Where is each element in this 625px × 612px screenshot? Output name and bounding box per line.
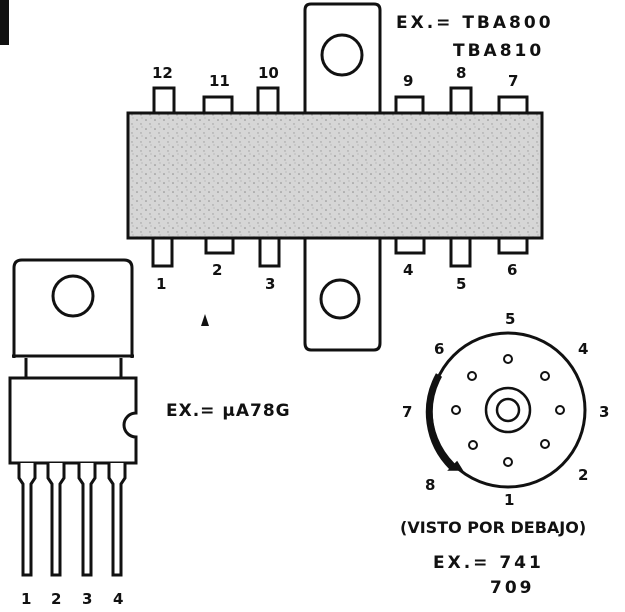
- round-labels: 1 2 3 4 5 6 7 8 (VISTO POR DEBAJO) EX.= …: [400, 310, 609, 598]
- can-pin-3: [555, 405, 565, 415]
- power-pin-label: 4: [113, 590, 123, 608]
- can-pin-4: [540, 371, 550, 381]
- can-pin-label: 6: [434, 340, 444, 358]
- can-pin-label: 1: [504, 491, 514, 509]
- dip-package: [126, 2, 544, 352]
- can-pin-label: 7: [402, 403, 412, 421]
- can-pin-6: [467, 371, 477, 381]
- dip-example-line1: EX.= TBA800: [396, 13, 554, 33]
- power-package: [8, 258, 138, 577]
- can-pin-5: [503, 354, 513, 364]
- dip-pin-3: [258, 234, 281, 268]
- can-pin-label: 2: [578, 466, 588, 484]
- dip-bottom-pin-label: 2: [212, 261, 222, 279]
- power-body: [8, 376, 138, 465]
- power-lead-1: [17, 463, 37, 577]
- dip-pin-12: [152, 86, 176, 116]
- dip-body: [126, 111, 544, 240]
- dip-pin-9: [394, 95, 425, 116]
- dip-bottom-pin-label: 3: [265, 275, 275, 293]
- dip-pin-1: [151, 234, 174, 268]
- power-tab-hole: [51, 274, 95, 318]
- dip-pin-8: [449, 86, 473, 116]
- can-pin-label: 4: [578, 340, 588, 358]
- marker-dot: [201, 314, 209, 326]
- dip-top-pin-label: 7: [508, 72, 518, 90]
- can-pin-label: 8: [425, 476, 435, 494]
- dip-labels: EX.= TBA800 TBA810 12 11 10 9 8 7 1 2 3 …: [152, 13, 554, 293]
- power-example: EX.= μA78G: [166, 401, 291, 421]
- dip-bottom-pin-label: 4: [403, 261, 413, 279]
- dip-top-pin-label: 10: [258, 64, 279, 82]
- can-rim-shade: [425, 373, 455, 470]
- power-pin-label: 3: [82, 590, 92, 608]
- dip-pin-10: [256, 86, 280, 116]
- dip-bottom-tab-hole: [319, 278, 361, 320]
- dip-top-pin-label: 11: [209, 72, 230, 90]
- can-example-line2: 709: [490, 578, 535, 598]
- dip-bottom-pin-label: 5: [456, 275, 466, 293]
- dip-pin-7: [497, 95, 529, 116]
- can-pin-label: 3: [599, 403, 609, 421]
- dip-top-tab-hole: [320, 33, 364, 77]
- dip-top-pin-label: 8: [456, 64, 466, 82]
- round-package: [425, 331, 587, 489]
- can-pin-7: [451, 405, 461, 415]
- can-pin-8: [468, 440, 478, 450]
- can-pin-2: [540, 439, 550, 449]
- edge-mark: [0, 0, 9, 45]
- can-center-hole: [495, 397, 521, 423]
- power-lead-3: [77, 463, 97, 577]
- dip-pin-11: [202, 95, 234, 116]
- power-labels: EX.= μA78G 1 2 3 4: [21, 401, 291, 608]
- dip-top-pin-label: 9: [403, 72, 413, 90]
- dip-bottom-pin-label: 1: [156, 275, 166, 293]
- can-key-tab: [447, 460, 464, 471]
- power-lead-4: [107, 463, 127, 577]
- dip-example-line2: TBA810: [453, 41, 544, 61]
- dip-pin-5: [449, 234, 472, 268]
- dip-top-pin-label: 12: [152, 64, 173, 82]
- power-pin-label: 1: [21, 590, 31, 608]
- dip-bottom-pin-label: 6: [507, 261, 517, 279]
- power-pin-label: 2: [51, 590, 61, 608]
- can-pin-1: [503, 457, 513, 467]
- can-view-note: (VISTO POR DEBAJO): [400, 518, 586, 537]
- power-lead-2: [46, 463, 66, 577]
- can-example-line1: EX.= 741: [433, 553, 544, 573]
- can-pin-label: 5: [505, 310, 515, 328]
